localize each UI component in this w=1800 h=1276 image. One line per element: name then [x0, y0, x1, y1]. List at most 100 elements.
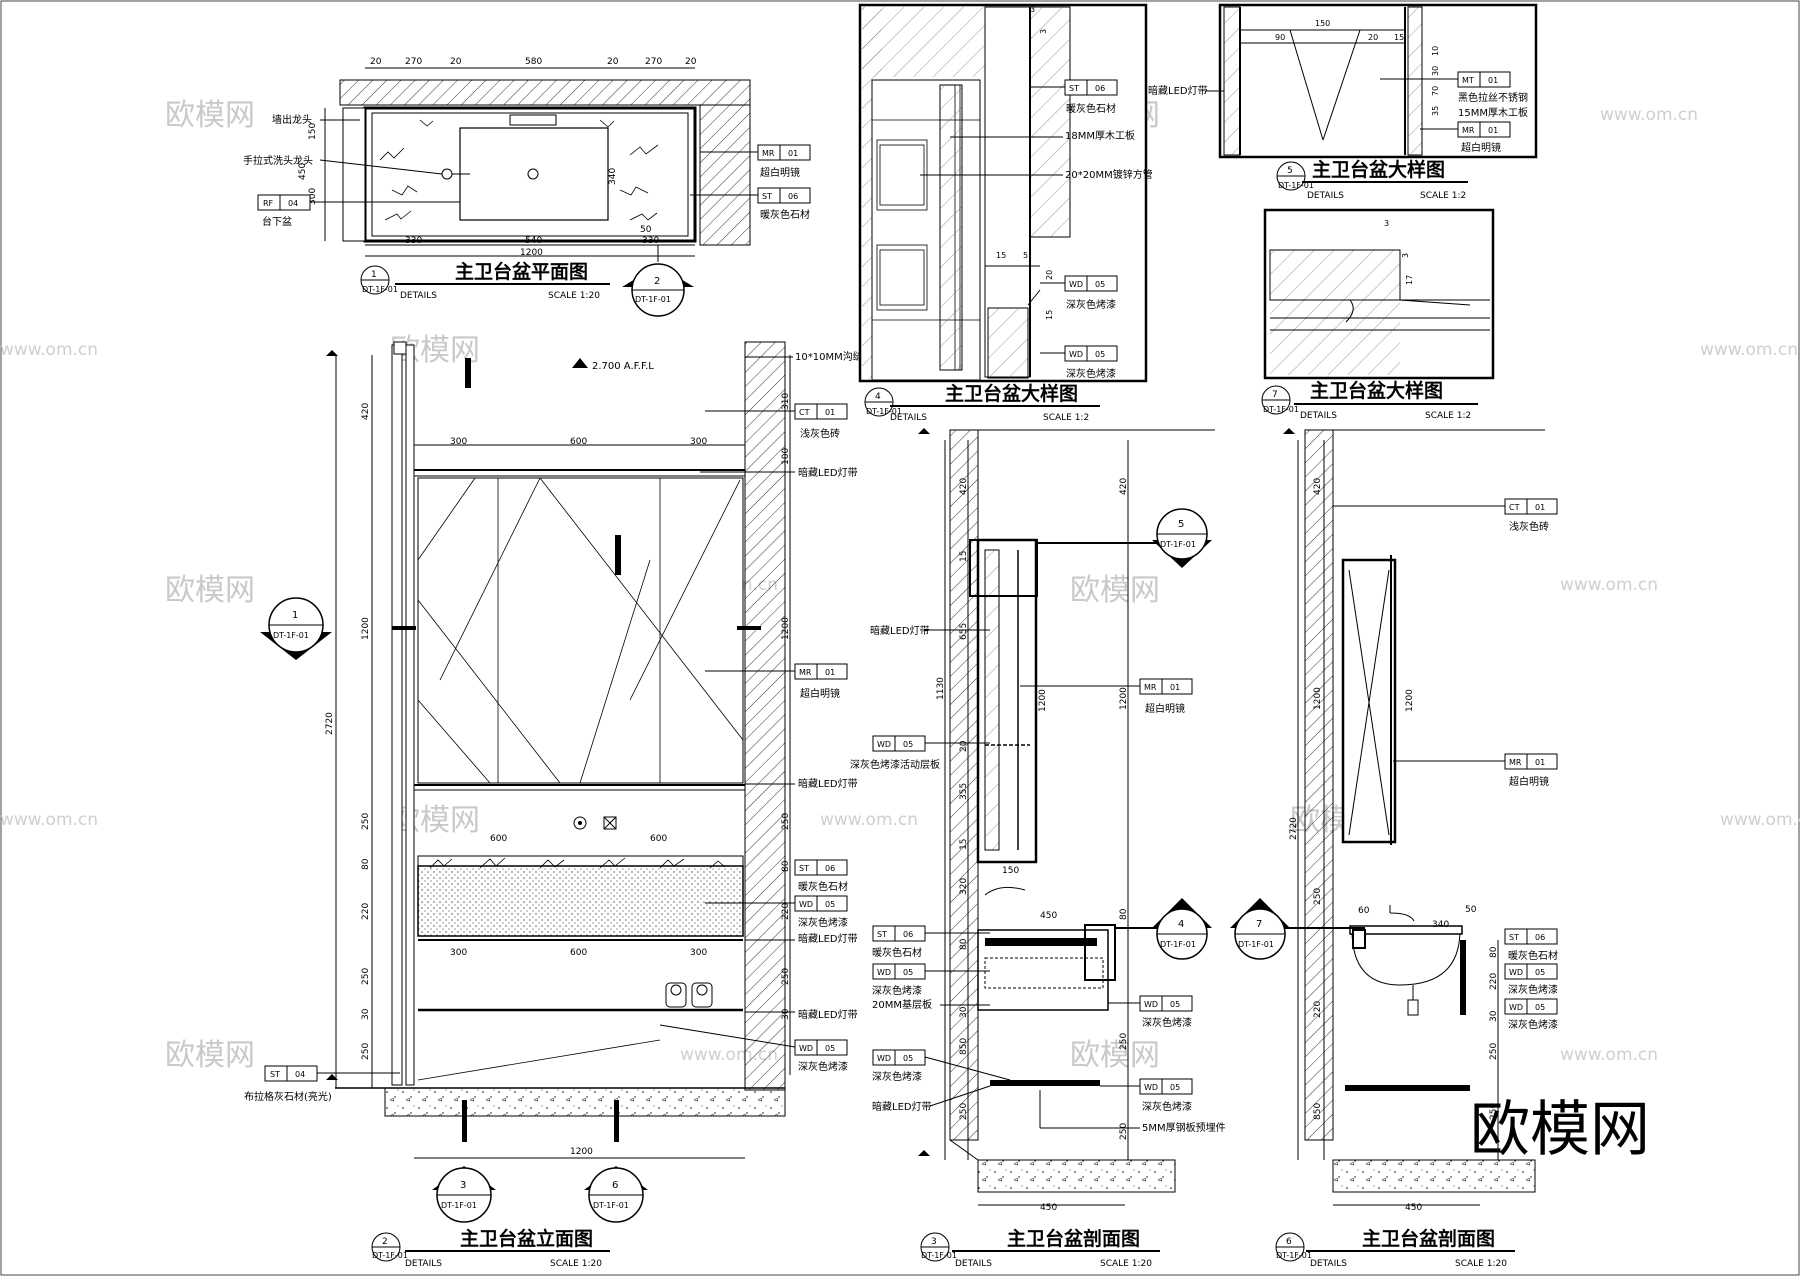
svg-text:深灰色烤漆: 深灰色烤漆: [872, 984, 922, 997]
note-led-elev-3: 暗藏LED灯带: [798, 932, 858, 945]
plan-dim-top: 20: [450, 57, 462, 67]
watermark-text: 欧模网: [165, 98, 255, 133]
svg-text:DETAILS: DETAILS: [890, 413, 927, 423]
svg-text:主卫台盆大样图: 主卫台盆大样图: [1310, 379, 1443, 402]
detail-7-view: 3 3 17 7 DT-1F-01 主卫台盆大样图 DETAILS SCALE …: [1261, 208, 1495, 421]
svg-text:70: 70: [1431, 86, 1440, 96]
watermark-text: 欧模网: [1070, 1038, 1160, 1073]
svg-text:06: 06: [788, 192, 798, 201]
svg-text:MR: MR: [1509, 758, 1522, 767]
svg-text:超白明镜: 超白明镜: [760, 166, 800, 179]
plan-dim-bottom: 330: [642, 236, 659, 246]
elev-mirror: [417, 477, 744, 784]
tag-st06-sec6: ST 06 暖灰色石材: [1504, 928, 1558, 962]
tag-ct01-elev: CT 01 浅灰色砖: [705, 403, 848, 440]
plan-side-panel: [342, 107, 366, 242]
svg-text:250: 250: [1489, 1043, 1499, 1060]
svg-text:80: 80: [1119, 908, 1129, 920]
svg-text:220: 220: [1489, 973, 1499, 990]
svg-text:DT-1F-01: DT-1F-01: [1160, 940, 1196, 949]
elev-dim-right: 30: [781, 1008, 791, 1020]
svg-text:17: 17: [1405, 275, 1414, 285]
elev-dim-right: 250: [781, 813, 791, 830]
note-led-elev-1: 暗藏LED灯带: [798, 466, 858, 479]
tag-st06-sec3: ST 06 暖灰色石材: [872, 925, 990, 959]
svg-text:WD: WD: [1144, 1000, 1158, 1009]
callout-1-elev: 1 DT-1F-01: [260, 597, 761, 660]
svg-text:WD: WD: [877, 740, 891, 749]
svg-text:DT-1F-01: DT-1F-01: [362, 285, 398, 294]
svg-text:1130: 1130: [936, 677, 946, 700]
svg-text:WD: WD: [799, 1044, 813, 1053]
section-3-view: 420 15 655 1130 20 355 15 320 80 30 850 …: [850, 428, 1226, 1269]
note-led-sec3-2: 暗藏LED灯带: [872, 1100, 932, 1113]
plan-dim-total: 1200: [520, 248, 543, 258]
svg-text:CT: CT: [1509, 503, 1520, 512]
plan-faucet: [509, 114, 557, 126]
svg-text:MR: MR: [762, 149, 775, 158]
callout-6-elev: 6 DT-1F-01: [584, 1166, 648, 1223]
svg-text:06: 06: [825, 864, 835, 873]
svg-text:DT-1F-01: DT-1F-01: [441, 1201, 477, 1210]
svg-text:WD: WD: [877, 968, 891, 977]
svg-text:655: 655: [959, 623, 969, 640]
svg-text:DETAILS: DETAILS: [1310, 1259, 1347, 1269]
svg-text:ST: ST: [799, 864, 809, 873]
watermark-text: 欧模网: [165, 573, 255, 608]
svg-text:3: 3: [1401, 253, 1410, 258]
svg-text:深灰色烤漆活动层板: 深灰色烤漆活动层板: [850, 758, 940, 771]
svg-text:30: 30: [959, 1006, 969, 1018]
svg-text:250: 250: [1489, 1103, 1499, 1120]
svg-text:DT-1F-01: DT-1F-01: [1278, 181, 1314, 190]
svg-text:7: 7: [1272, 390, 1278, 400]
elev-dim-left: 30: [361, 1008, 371, 1020]
watermark-url: www.om.cn: [1560, 1045, 1658, 1065]
elevation-view: 2.700 A.F.F.L 420 1200 250 80 220 250 30…: [244, 341, 863, 1269]
tag-wd05-sec3-4: WD 05 深灰色烤漆: [1100, 1078, 1193, 1113]
watermark-url: www.om.cn: [1720, 810, 1800, 830]
svg-text:主卫台盆立面图: 主卫台盆立面图: [460, 1227, 593, 1250]
tag-rf04: RF 04 台下盆: [257, 194, 460, 228]
svg-text:05: 05: [1535, 968, 1545, 977]
svg-text:01: 01: [1488, 126, 1498, 135]
elev-dim-mid: 600: [650, 834, 667, 844]
tag-mr01-sec3: MR 01 超白明镜: [1020, 678, 1193, 715]
plan-marble-pattern: [379, 119, 659, 221]
svg-text:80: 80: [959, 938, 969, 950]
brand-watermark: 欧模网: [1470, 1095, 1650, 1165]
watermark-url: www.om.cn: [1600, 105, 1698, 125]
title-block-section-6: 6 DT-1F-01 主卫台盆剖面图 DETAILS SCALE 1:20: [1275, 1227, 1515, 1269]
plan-drain: [527, 168, 539, 180]
svg-text:7: 7: [1256, 919, 1262, 930]
svg-text:深灰色烤漆: 深灰色烤漆: [1508, 1018, 1558, 1031]
plan-view: 20 270 20 580 20 270 20 330 540 330 1200…: [243, 57, 811, 317]
svg-text:WD: WD: [1069, 280, 1083, 289]
note-plank15: 15MM厚木工板: [1458, 106, 1528, 119]
elev-dim-left: 250: [361, 1043, 371, 1060]
svg-text:20: 20: [1045, 270, 1054, 280]
svg-text:450: 450: [1040, 911, 1057, 921]
svg-text:台下盆: 台下盆: [262, 215, 292, 228]
elev-dim-right: 100: [781, 448, 791, 465]
svg-text:2720: 2720: [1289, 817, 1299, 840]
svg-text:05: 05: [1095, 350, 1105, 359]
svg-text:DETAILS: DETAILS: [1300, 411, 1337, 421]
tag-wd05b-sec3: WD 05 深灰色烤漆活动层板: [850, 735, 990, 771]
svg-text:06: 06: [1535, 933, 1545, 942]
svg-text:15: 15: [996, 251, 1006, 260]
svg-text:250: 250: [1119, 1033, 1129, 1050]
svg-text:1200: 1200: [1313, 687, 1323, 710]
elev-dim-right: 1200: [781, 617, 791, 640]
svg-text:ST: ST: [1509, 933, 1519, 942]
tag-wd05-sec6-1: WD 05 深灰色烤漆: [1504, 963, 1558, 996]
tag-wd05-sec3-1: WD 05 深灰色烤漆: [872, 963, 990, 997]
svg-text:MT: MT: [1462, 76, 1474, 85]
section-6-view: 420 1200 2720 250 220 850 1200 60 340 50…: [1230, 428, 1558, 1269]
svg-text:850: 850: [959, 1038, 969, 1055]
svg-text:05: 05: [1095, 280, 1105, 289]
svg-text:SCALE 1:2: SCALE 1:2: [1043, 413, 1089, 423]
tag-wd05-sec3-3: WD 05 深灰色烤漆: [1108, 995, 1193, 1029]
svg-text:01: 01: [1488, 76, 1498, 85]
elev-side-panel: [391, 344, 403, 1086]
sec6-floor: [1332, 1159, 1536, 1193]
